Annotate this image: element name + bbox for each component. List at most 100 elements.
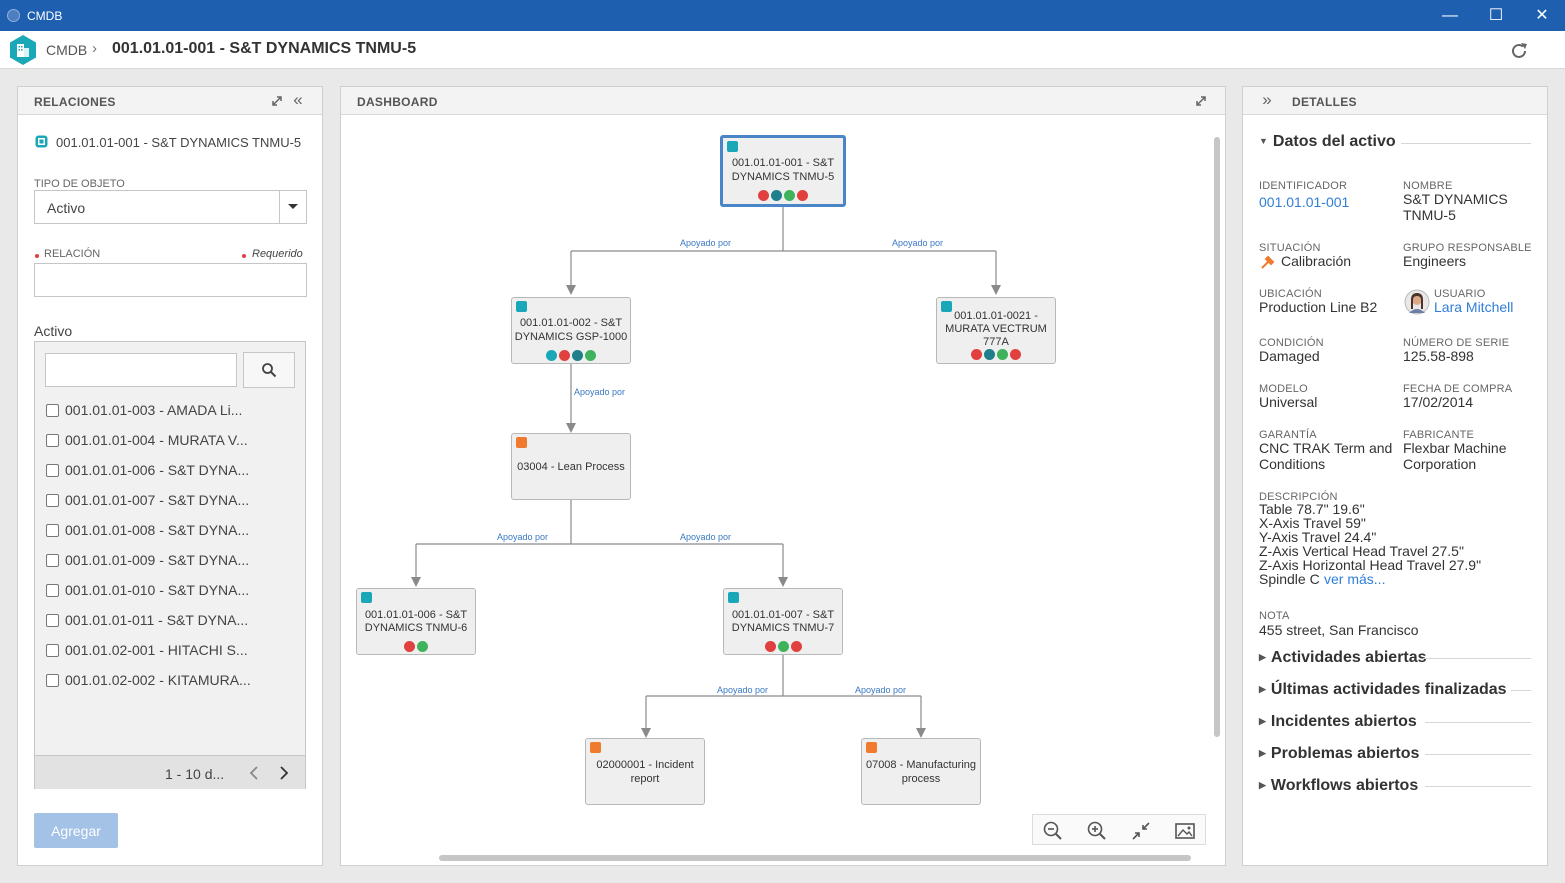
details-title: DETALLES	[1292, 95, 1357, 109]
user-link[interactable]: Lara Mitchell	[1434, 299, 1514, 315]
purchase-date-label: FECHA DE COMPRA	[1403, 383, 1513, 395]
list-item[interactable]: 001.01.02-002 - KITAMURA...	[46, 672, 296, 692]
checkbox[interactable]	[46, 404, 59, 417]
current-object-label: 001.01.01-001 - S&T DYNAMICS TNMU-5	[56, 135, 302, 150]
graph-node[interactable]: 001.01.01-007 - S&T DYNAMICS TNMU-7	[723, 588, 843, 655]
collapse-left-icon[interactable]: «	[293, 90, 303, 109]
expand-icon[interactable]	[269, 93, 285, 109]
process-type-icon	[866, 742, 877, 753]
image-export-icon[interactable]	[1173, 819, 1197, 843]
graph-node[interactable]: 03004 - Lean Process	[511, 433, 631, 500]
relation-input[interactable]	[34, 263, 307, 297]
relations-title: RELACIONES	[34, 95, 116, 109]
graph-node[interactable]: 001.01.01-0021 - MURATA VECTRUM 777A	[936, 297, 1056, 364]
description-line: X-Axis Travel 59"	[1259, 515, 1366, 531]
name-label: NOMBRE	[1403, 180, 1453, 192]
dashboard-panel: DASHBOARD	[340, 86, 1226, 866]
list-item[interactable]: 001.01.01-010 - S&T DYNA...	[46, 582, 296, 602]
graph-node[interactable]: 07008 - Manufacturing process	[861, 738, 981, 805]
refresh-icon[interactable]	[1508, 40, 1530, 62]
object-type-value: Activo	[47, 200, 86, 216]
search-badge-icon	[572, 350, 583, 361]
breadcrumb-separator: ›	[92, 40, 97, 57]
checkbox[interactable]	[46, 614, 59, 627]
checkbox[interactable]	[46, 584, 59, 597]
section-open-problems[interactable]: ▶Problemas abiertos	[1259, 745, 1420, 762]
incident-badge-icon	[764, 641, 776, 652]
graph-node-root[interactable]: 001.01.01-001 - S&T DYNAMICS TNMU-5	[720, 135, 846, 207]
list-item[interactable]: 001.01.01-003 - AMADA Li...	[46, 402, 296, 422]
relation-label: RELACIÓN	[44, 248, 101, 260]
zoom-in-icon[interactable]	[1085, 819, 1109, 843]
checkbox[interactable]	[46, 524, 59, 537]
vertical-scrollbar[interactable]	[1214, 137, 1220, 737]
identifier-link[interactable]: 001.01.01-001	[1259, 194, 1350, 210]
close-button[interactable]: ✕	[1535, 7, 1549, 24]
graph-node[interactable]: 001.01.01-006 - S&T DYNAMICS TNMU-6	[356, 588, 476, 655]
section-open-incidents[interactable]: ▶Incidentes abiertos	[1259, 713, 1417, 730]
connector-label: Apoyado por	[680, 238, 732, 248]
pager: 1 - 10 d...	[35, 755, 305, 789]
identifier-label: IDENTIFICADOR	[1259, 180, 1348, 192]
list-item[interactable]: 001.01.02-001 - HITACHI S...	[46, 642, 296, 662]
add-badge-icon	[417, 641, 428, 652]
horizontal-scrollbar[interactable]	[439, 855, 1191, 861]
divider	[1423, 658, 1531, 659]
connector-label: Apoyado por	[855, 685, 907, 695]
next-page-icon[interactable]	[277, 765, 291, 781]
divider	[1401, 143, 1531, 144]
list-item[interactable]: 001.01.01-004 - MURATA V...	[46, 432, 296, 452]
details-panel-header: » DETALLES	[1243, 87, 1547, 115]
manufacturer-value-line1: Flexbar Machine	[1403, 440, 1507, 456]
manufacturer-label: FABRICANTE	[1403, 429, 1475, 441]
search-button[interactable]	[243, 352, 295, 388]
checkbox[interactable]	[46, 434, 59, 447]
description-line: Y-Axis Travel 24.4"	[1259, 529, 1377, 545]
asset-search-input[interactable]	[45, 353, 237, 387]
location-value: Production Line B2	[1259, 299, 1378, 315]
minimize-button[interactable]: —	[1442, 7, 1458, 24]
asset-list: 001.01.01-003 - AMADA Li... 001.01.01-00…	[34, 341, 306, 789]
object-type-select[interactable]: Activo	[34, 190, 307, 224]
graph-node[interactable]: 001.01.01-002 - S&T DYNAMICS GSP-1000	[511, 297, 631, 364]
graph-node[interactable]: 02000001 - Incident report	[585, 738, 705, 805]
incident-badge-icon	[559, 350, 570, 361]
manufacturer-value-line2: Corporation	[1403, 456, 1477, 472]
section-asset-data[interactable]: ▼Datos del activo	[1259, 133, 1396, 150]
list-item[interactable]: 001.01.01-007 - S&T DYNA...	[46, 492, 296, 512]
checkbox[interactable]	[46, 554, 59, 567]
caret-right-icon: ▶	[1259, 780, 1266, 790]
zoom-toolbar	[1032, 814, 1206, 845]
list-item[interactable]: 001.01.01-006 - S&T DYNA...	[46, 462, 296, 482]
problem-badge-icon	[797, 190, 808, 201]
breadcrumb-cmdb-link[interactable]: CMDB	[46, 42, 88, 58]
section-open-activities[interactable]: ▶Actividades abiertas	[1259, 649, 1427, 666]
collapse-right-icon[interactable]: »	[1262, 90, 1272, 109]
list-item[interactable]: 001.01.01-011 - S&T DYNA...	[46, 612, 296, 632]
expand-icon[interactable]	[1193, 93, 1209, 109]
checkbox[interactable]	[46, 674, 59, 687]
add-button[interactable]: Agregar	[34, 813, 118, 848]
checkbox[interactable]	[46, 644, 59, 657]
description-line: Table 78.7" 19.6"	[1259, 501, 1365, 517]
maximize-button[interactable]: ☐	[1488, 7, 1504, 24]
asset-type-icon	[35, 135, 48, 148]
serial-label: NÚMERO DE SERIE	[1403, 337, 1510, 349]
zoom-out-icon[interactable]	[1041, 819, 1065, 843]
list-item[interactable]: 001.01.01-008 - S&T DYNA...	[46, 522, 296, 542]
breadcrumb: CMDB › 001.01.01-001 - S&T DYNAMICS TNMU…	[0, 31, 1565, 69]
relations-panel: RELACIONES « 001.01.01-001 - S&T DYNAMIC…	[17, 86, 323, 866]
prev-page-icon[interactable]	[247, 765, 261, 781]
checkbox[interactable]	[46, 494, 59, 507]
caret-right-icon: ▶	[1259, 652, 1266, 662]
fit-screen-icon[interactable]	[1129, 819, 1153, 843]
pager-range: 1 - 10 d...	[165, 766, 225, 782]
serial-value: 125.58-898	[1403, 348, 1474, 364]
section-finished-activities[interactable]: ▶Últimas actividades finalizadas	[1259, 681, 1507, 698]
list-item[interactable]: 001.01.01-009 - S&T DYNA...	[46, 552, 296, 572]
checkbox[interactable]	[46, 464, 59, 477]
description-label: DESCRIPCIÓN	[1259, 491, 1338, 503]
page-title: 001.01.01-001 - S&T DYNAMICS TNMU-5	[112, 40, 417, 57]
section-open-workflows[interactable]: ▶Workflows abiertos	[1259, 777, 1419, 794]
see-more-link[interactable]: ver más...	[1324, 571, 1386, 587]
